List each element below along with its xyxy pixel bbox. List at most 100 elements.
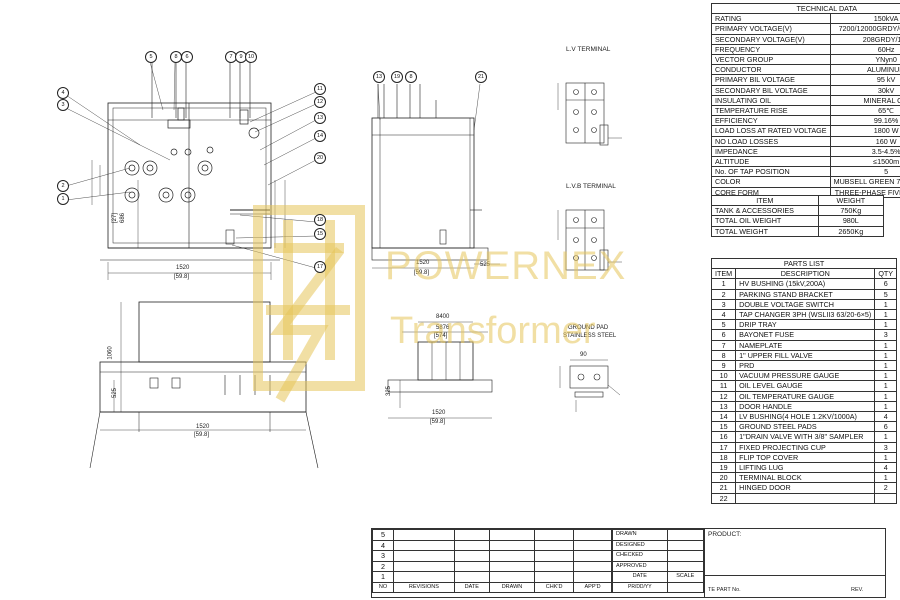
parts-item-no: 2 [710,288,737,300]
revision-footer-cell: NO [372,581,394,593]
revision-cell [453,550,490,562]
revision-no: 1 [372,571,394,583]
base-width-in-dim: [59.8] [194,432,210,438]
front-width-in-dim: [59.8] [174,274,190,280]
parts-list-title: PARTS LIST [710,257,898,270]
parts-description: TAP CHANGER 3PH (WSLII3 63/20-6×5) [735,309,876,321]
tech-value: 150kVA [829,13,900,25]
tech-value: 99.16% [829,115,900,127]
tech-param: LOAD LOSS AT RATED VOLTAGE [711,125,831,137]
balloon-callout: 5 [145,51,157,63]
balloon-callout: 17 [314,261,326,273]
weight-item: TOTAL WEIGHT [711,225,819,237]
weight-item: TANK & ACCESSORIES [711,205,819,217]
tech-param: IMPEDANCE [711,145,831,158]
revision-no: 2 [372,560,394,572]
sign-row: CHECKED [612,550,705,562]
parts-item-no: 7 [710,339,737,351]
balloon-callout: 8 [405,71,417,83]
parts-item-no: 12 [710,390,737,402]
revision-cell [393,560,455,572]
side-view-tank [371,117,475,249]
parts-item-no: 22 [710,492,737,504]
side-width-in-dim: [59.8] [414,270,430,276]
parts-header-qty: QTY [874,268,898,280]
revision-no: 3 [372,550,394,562]
parts-qty: 1 [874,298,898,311]
revision-cell [393,529,455,541]
tech-param: CONDUCTOR [711,64,831,76]
weight-header-item: ITEM [711,194,819,207]
parts-description: BAYONET FUSE [735,329,876,341]
technical-data-title: TECHNICAL DATA [711,2,900,15]
date-format: PR/DD/YY [612,581,668,593]
ground-pad-material: STAINLESS STEEL [563,333,617,339]
parts-qty: 1 [874,339,898,351]
lvb-terminal-label: L.V.B TERMINAL [566,183,616,190]
sign-row: DESIGNED [612,539,705,551]
balloon-callout: 20 [314,152,326,164]
revision-footer-cell: CHK'D [534,581,575,593]
revision-cell [453,529,490,541]
balloon-callout: 10 [245,51,257,63]
parts-qty: 3 [874,329,898,341]
parts-item-no: 6 [710,329,737,341]
parts-header-item: ITEM [710,268,737,280]
parts-qty: 3 [874,441,898,453]
tech-value: 160 W [829,135,900,147]
revision-cell [573,539,612,551]
revision-cell [488,529,536,541]
parts-qty: 1 [874,319,898,331]
parts-item-no: 19 [710,462,737,474]
watermark-line1: POWERNEX [385,244,627,288]
revision-cell [573,571,612,583]
sign-row: APPROVED [612,560,705,572]
parts-qty: 1 [874,472,898,484]
balloon-callout: 19 [391,71,403,83]
parts-header-description: DESCRIPTION [735,268,876,280]
tech-value: 65℃ [829,105,900,117]
revision-row: 3 [372,550,612,562]
parts-item-no: 3 [710,298,737,311]
revision-row: 1 [372,571,612,583]
scale-value [666,581,705,593]
revision-cell [488,550,536,562]
revision-cell [393,550,455,562]
tech-param: INSULATING OIL [711,94,831,107]
sign-row: DRAWN [612,529,705,541]
sign-label: APPROVED [612,560,668,572]
parts-item-no: 5 [710,319,737,331]
revision-cell [488,571,536,583]
ground-pad-label: GROUND PAD [568,325,609,331]
parts-description: DRIP TRAY [735,319,876,331]
ground-pad-dim: 90 [580,352,587,358]
side-depth-dim: 525 [480,262,491,268]
balloon-callout: 21 [475,71,487,83]
plan-sub-dim: 525 [112,387,119,399]
front-height-dim: 686 [120,212,127,224]
parts-qty: 4 [874,411,898,423]
parts-qty: 1 [874,390,898,402]
weight-header-weight: WEIGHT [817,194,885,207]
tech-value: MINERAL OIL [829,94,900,107]
revision-cell [393,571,455,583]
